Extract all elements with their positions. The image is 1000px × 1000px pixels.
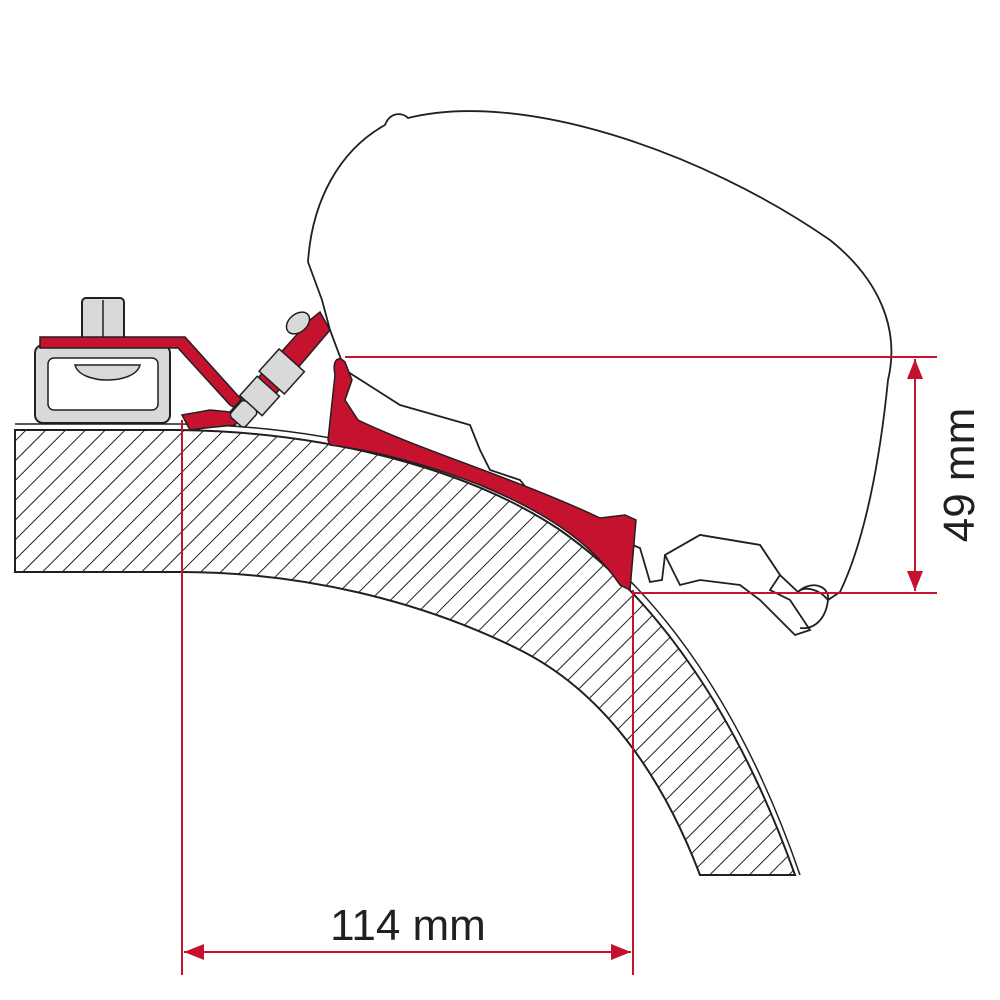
height-dimension bbox=[345, 356, 937, 594]
awning-lip bbox=[797, 584, 829, 630]
width-dimension-label: 114 mm bbox=[330, 901, 486, 950]
width-dimension bbox=[181, 420, 634, 975]
awning-end-profile bbox=[663, 534, 812, 637]
vehicle-wall-section bbox=[14, 429, 797, 876]
bolt-icon bbox=[229, 347, 306, 428]
adapter-rail-profile bbox=[327, 358, 637, 592]
height-dimension-label: 49 mm bbox=[935, 408, 984, 542]
